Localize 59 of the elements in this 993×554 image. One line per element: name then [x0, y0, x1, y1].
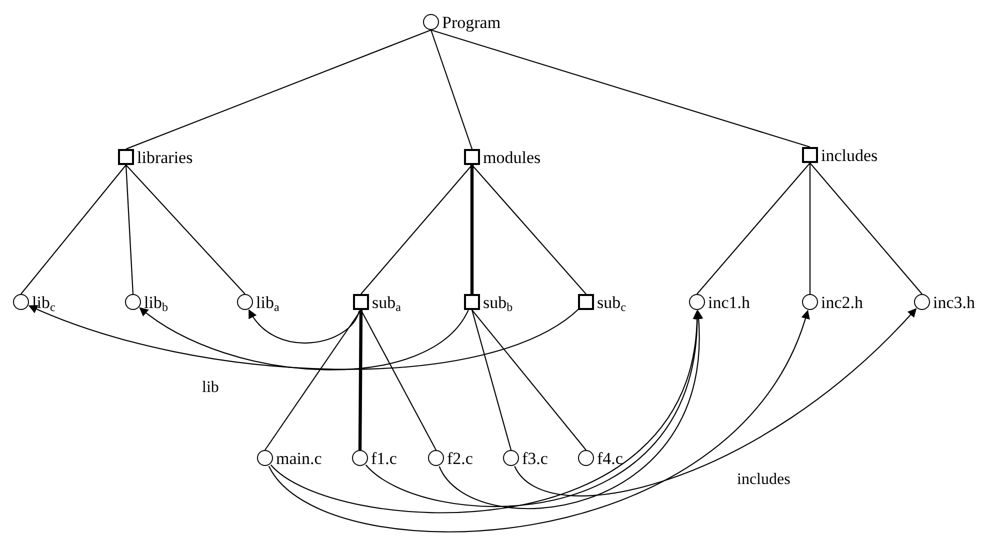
curved-arrow [438, 310, 702, 510]
node-label: sub$_{b}$ [483, 294, 513, 310]
node-label: f4.c [597, 450, 623, 466]
node-label: f2.c [447, 450, 473, 466]
node-label: inc2.h [821, 294, 864, 310]
node-label: f3.c [522, 450, 548, 466]
node-label: lib$_{a}$ [256, 294, 280, 310]
node-label: includes [821, 146, 878, 164]
node-label: sub$_{a}$ [372, 294, 401, 310]
square-node [464, 293, 513, 311]
circle-node [257, 449, 322, 467]
circle-node [503, 449, 548, 467]
circle-node [689, 293, 750, 311]
tree-line [126, 29, 432, 150]
circle-node [423, 13, 501, 31]
node-label: Program [442, 14, 501, 30]
node-label: lib$_{b}$ [144, 294, 168, 310]
circle-node [352, 449, 397, 467]
square-node [353, 293, 401, 311]
node-label: f1.c [371, 450, 397, 466]
tree-line [126, 164, 246, 294]
tree-line [20, 164, 126, 294]
tree-line [470, 165, 474, 294]
circle-node [125, 293, 168, 311]
node-label: main.c [276, 450, 322, 466]
tree-line [358, 310, 363, 450]
circle-node [578, 449, 623, 467]
tree-line [472, 164, 586, 294]
square-node [578, 293, 626, 311]
node-label: inc1.h [708, 294, 750, 310]
circle-node [428, 449, 473, 467]
curved-arrow [514, 308, 917, 496]
tree-line [696, 162, 810, 294]
curved-arrow [248, 309, 360, 344]
circle-node [237, 293, 280, 311]
tree-line [360, 164, 472, 294]
tree-line [810, 162, 922, 294]
curved-arrow [268, 310, 809, 532]
curved-arrow [139, 307, 469, 370]
node-label: libraries [137, 148, 193, 166]
tree-line [471, 310, 512, 450]
curved-arrow [28, 304, 580, 370]
circle-node [914, 293, 976, 311]
circle-node [802, 293, 864, 311]
curved-arrow [365, 310, 701, 506]
tree-line [125, 164, 134, 294]
tree-line [430, 30, 473, 150]
circle-node [13, 293, 56, 311]
tree-line [430, 29, 810, 148]
node-label: inc3.h [933, 294, 976, 310]
tree-line [472, 310, 586, 450]
tree-line [809, 163, 811, 294]
square-node [464, 148, 541, 166]
node-label: sub$_{c}$ [597, 294, 626, 310]
square-node [802, 146, 878, 164]
tree-line [264, 310, 362, 450]
node-label: modules [483, 148, 541, 166]
tree-line [360, 310, 436, 450]
square-node [118, 148, 193, 166]
